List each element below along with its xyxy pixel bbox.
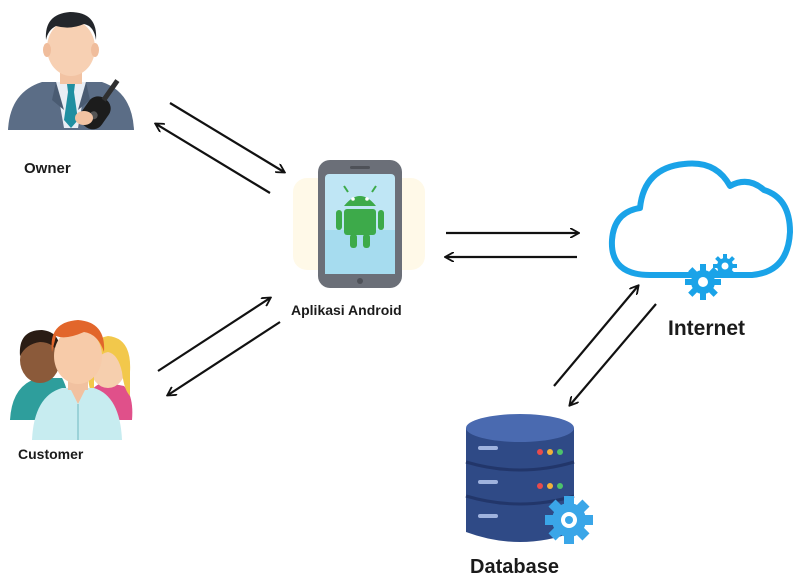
android-phone-icon	[293, 160, 425, 288]
arrow-app-to-customer	[168, 321, 281, 395]
android-app-label: Aplikasi Android	[291, 302, 402, 318]
database-label: Database	[470, 556, 559, 578]
arrow-internet-to-database	[570, 303, 657, 405]
arrow-database-to-internet	[553, 286, 638, 387]
arrow-app-to-owner	[156, 124, 271, 194]
owner-label: Owner	[24, 160, 71, 177]
internet-cloud-icon	[608, 160, 793, 300]
customer-label: Customer	[18, 446, 84, 462]
arrow-customer-to-app	[157, 298, 270, 372]
database-icon	[465, 414, 593, 544]
owner-icon	[8, 12, 134, 130]
arrow-owner-to-app	[169, 102, 284, 172]
customer-icon	[10, 320, 133, 440]
internet-label: Internet	[668, 317, 746, 340]
